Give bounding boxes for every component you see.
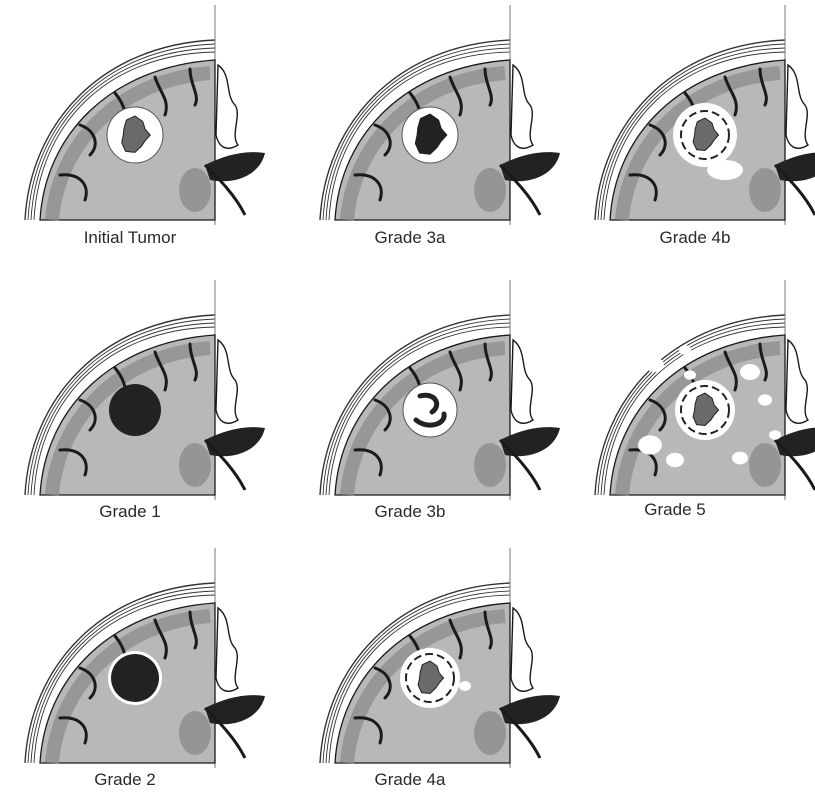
edema-spot bbox=[459, 681, 471, 691]
brain-illustration bbox=[590, 280, 815, 500]
panel-label-grade-5: Grade 5 bbox=[605, 500, 745, 520]
brain-illustration bbox=[20, 280, 250, 500]
interhemispheric-fissure bbox=[786, 65, 808, 148]
brain-illustration bbox=[315, 280, 545, 500]
deep-gray-nucleus bbox=[474, 443, 506, 487]
interhemispheric-fissure bbox=[216, 65, 238, 148]
panel-label-grade-3a: Grade 3a bbox=[340, 228, 480, 248]
interhemispheric-fissure bbox=[786, 340, 808, 423]
panel-grade-2 bbox=[20, 548, 250, 768]
deep-gray-nucleus bbox=[179, 168, 211, 212]
panel-label-grade-1: Grade 1 bbox=[60, 502, 200, 522]
edema-spot bbox=[769, 430, 781, 440]
brain-illustration bbox=[20, 548, 250, 768]
deep-gray-nucleus bbox=[474, 168, 506, 212]
edema-spot bbox=[646, 358, 664, 372]
panel-grade-4b bbox=[590, 5, 815, 225]
panel-grade-4a bbox=[315, 548, 545, 768]
brain-illustration bbox=[315, 548, 545, 768]
panel-label-grade-4b: Grade 4b bbox=[625, 228, 765, 248]
edema-spot bbox=[666, 453, 684, 467]
panel-label-grade-3b: Grade 3b bbox=[340, 502, 480, 522]
edema-spot bbox=[638, 435, 662, 454]
panel-grade-3b bbox=[315, 280, 545, 500]
interhemispheric-fissure bbox=[511, 65, 533, 148]
tumor-residual bbox=[111, 654, 159, 702]
edema-spot bbox=[740, 364, 760, 380]
edema-spot bbox=[732, 452, 748, 465]
brain-illustration bbox=[315, 5, 545, 225]
edema-region bbox=[707, 160, 743, 180]
interhemispheric-fissure bbox=[216, 340, 238, 423]
brain-illustration bbox=[20, 5, 250, 225]
deep-gray-nucleus bbox=[179, 711, 211, 755]
panel-grade-1 bbox=[20, 280, 250, 500]
panel-grade-5 bbox=[590, 280, 815, 500]
deep-gray-nucleus bbox=[749, 443, 781, 487]
edema-spot bbox=[679, 345, 691, 355]
panel-label-grade-2: Grade 2 bbox=[55, 770, 195, 790]
panel-grade-3a bbox=[315, 5, 545, 225]
interhemispheric-fissure bbox=[216, 608, 238, 691]
deep-gray-nucleus bbox=[749, 168, 781, 212]
interhemispheric-fissure bbox=[511, 608, 533, 691]
deep-gray-nucleus bbox=[474, 711, 506, 755]
interhemispheric-fissure bbox=[511, 340, 533, 423]
edema-spot bbox=[684, 370, 696, 380]
panel-label-initial-tumor: Initial Tumor bbox=[60, 228, 200, 248]
deep-gray-nucleus bbox=[179, 443, 211, 487]
tumor-complete-response bbox=[109, 384, 161, 436]
edema-spot bbox=[758, 394, 772, 405]
panel-initial-tumor bbox=[20, 5, 250, 225]
brain-illustration bbox=[590, 5, 815, 225]
lesion-halo bbox=[403, 383, 457, 437]
panel-label-grade-4a: Grade 4a bbox=[340, 770, 480, 790]
